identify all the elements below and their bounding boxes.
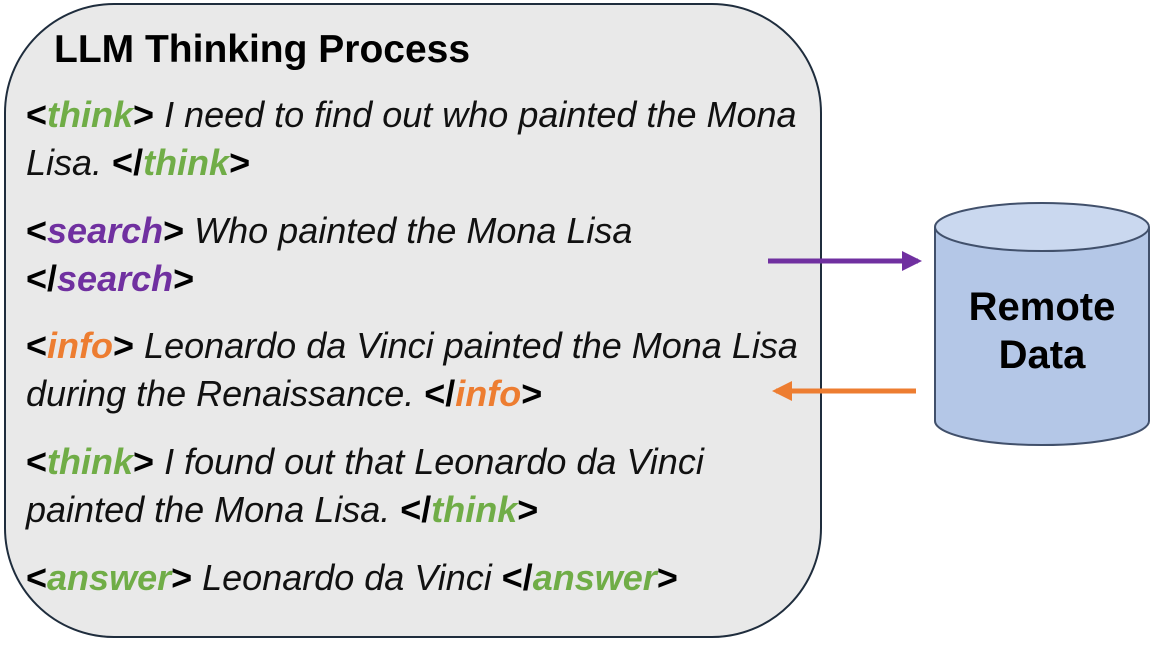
panel-title: LLM Thinking Process bbox=[54, 28, 471, 71]
answer-block: <answer> Leonardo da Vinci </answer> bbox=[26, 554, 816, 602]
tag-name: info bbox=[455, 373, 522, 414]
think-block-2: <think> I found out that Leonardo da Vin… bbox=[26, 438, 816, 534]
info-block: <info> Leonardo da Vinci painted the Mon… bbox=[26, 322, 816, 418]
close-tag: </search> bbox=[26, 258, 195, 299]
block-text: I found out that Leonardo da Vinci paint… bbox=[26, 441, 704, 530]
remote-data-label: Remote Data bbox=[935, 283, 1149, 379]
close-tag: </think> bbox=[400, 489, 539, 530]
tag-name: search bbox=[47, 210, 164, 251]
close-tag: </think> bbox=[112, 142, 251, 183]
open-tag: <think> bbox=[26, 441, 155, 482]
tag-name: think bbox=[47, 441, 134, 482]
think-block-1: <think> I need to find out who painted t… bbox=[26, 91, 816, 187]
tag-name: think bbox=[143, 142, 230, 183]
block-text: Leonardo da Vinci bbox=[192, 557, 502, 598]
close-tag: </answer> bbox=[501, 557, 678, 598]
open-tag: <search> bbox=[26, 210, 185, 251]
tag-name: info bbox=[47, 325, 114, 366]
search-block: <search> Who painted the Mona Lisa </sea… bbox=[26, 207, 746, 303]
block-text: I need to find out who painted the Mona … bbox=[26, 94, 797, 183]
thinking-process-panel bbox=[4, 3, 822, 638]
close-tag: </info> bbox=[424, 373, 543, 414]
tag-name: think bbox=[431, 489, 518, 530]
block-text: Leonardo da Vinci painted the Mona Lisa … bbox=[26, 325, 798, 414]
remote-data-line-2: Data bbox=[998, 333, 1086, 377]
open-tag: <answer> bbox=[26, 557, 193, 598]
database-icon bbox=[934, 202, 1150, 446]
remote-data-line-1: Remote bbox=[968, 285, 1116, 329]
tag-name: answer bbox=[532, 557, 657, 598]
tag-name: search bbox=[57, 258, 174, 299]
tag-name: answer bbox=[47, 557, 172, 598]
open-tag: <info> bbox=[26, 325, 135, 366]
block-text: Who painted the Mona Lisa bbox=[184, 210, 633, 251]
open-tag: <think> bbox=[26, 94, 155, 135]
tag-name: think bbox=[47, 94, 134, 135]
